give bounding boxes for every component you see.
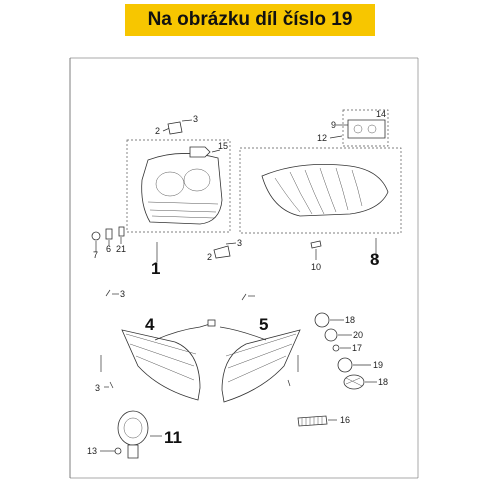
socket-17-part[interactable] bbox=[332, 344, 340, 352]
bulb-20-part[interactable] bbox=[324, 328, 338, 342]
label-13: 13 bbox=[87, 446, 97, 456]
label-2-lower: 2 bbox=[207, 252, 212, 262]
label-19: 19 bbox=[373, 360, 383, 370]
label-18-top: 18 bbox=[345, 315, 355, 325]
bulb-21-part[interactable] bbox=[118, 226, 125, 237]
label-11: 11 bbox=[164, 428, 182, 447]
lens-18-bottom-part[interactable] bbox=[343, 374, 365, 390]
grille-16-part[interactable] bbox=[297, 415, 328, 427]
label-3-lower: 3 bbox=[237, 238, 242, 248]
indicator-left-4-part[interactable] bbox=[121, 319, 216, 401]
label-7: 7 bbox=[93, 250, 98, 260]
lens-18-top-part[interactable] bbox=[314, 312, 330, 328]
label-3-b: 3 bbox=[95, 383, 100, 393]
label-6: 6 bbox=[106, 244, 111, 254]
label-21: 21 bbox=[116, 244, 126, 254]
label-1: 1 bbox=[151, 259, 160, 278]
screw-3-part-d[interactable] bbox=[287, 355, 299, 387]
label-9: 9 bbox=[331, 120, 336, 130]
leader-12 bbox=[329, 135, 343, 139]
indicator-right-5-part[interactable] bbox=[219, 326, 301, 403]
label-2-top: 2 bbox=[155, 126, 160, 136]
group-box-1 bbox=[126, 139, 231, 233]
headlight-right-part[interactable] bbox=[261, 163, 389, 217]
group-box-8 bbox=[239, 147, 402, 234]
screw-3-part-a[interactable] bbox=[105, 289, 111, 297]
leader-3-top bbox=[181, 119, 193, 122]
label-4: 4 bbox=[145, 315, 155, 334]
reflector-19-part[interactable] bbox=[337, 357, 353, 373]
screw-3-part-b[interactable] bbox=[100, 355, 114, 389]
leader-3-lower bbox=[225, 242, 237, 245]
horn-11-part[interactable] bbox=[117, 410, 149, 459]
screw-3-part-c[interactable] bbox=[241, 293, 247, 301]
diagram-frame bbox=[69, 57, 419, 479]
label-17: 17 bbox=[352, 343, 362, 353]
clip-6-part[interactable] bbox=[105, 228, 113, 240]
label-10: 10 bbox=[311, 262, 321, 272]
label-15: 15 bbox=[218, 141, 228, 151]
label-5: 5 bbox=[259, 315, 268, 334]
label-3-top: 3 bbox=[193, 114, 198, 124]
socket-7-part[interactable] bbox=[91, 231, 101, 241]
label-20: 20 bbox=[353, 330, 363, 340]
screw-2-top[interactable] bbox=[162, 121, 183, 135]
screw-10-part[interactable] bbox=[310, 240, 322, 249]
label-18-bottom: 18 bbox=[378, 377, 388, 387]
nut-13-part[interactable] bbox=[114, 447, 122, 455]
label-16: 16 bbox=[340, 415, 350, 425]
headlight-left-part[interactable] bbox=[141, 153, 223, 225]
screw-2-lower[interactable] bbox=[213, 245, 231, 259]
label-14: 14 bbox=[376, 109, 386, 119]
label-8: 8 bbox=[370, 250, 379, 269]
label-3-a: 3 bbox=[120, 289, 125, 299]
bracket-9-part[interactable] bbox=[347, 119, 386, 139]
title-banner: Na obrázku díl číslo 19 bbox=[125, 4, 375, 36]
group-box-14 bbox=[342, 109, 389, 147]
label-12: 12 bbox=[317, 133, 327, 143]
bulb-15-part[interactable] bbox=[189, 146, 221, 158]
